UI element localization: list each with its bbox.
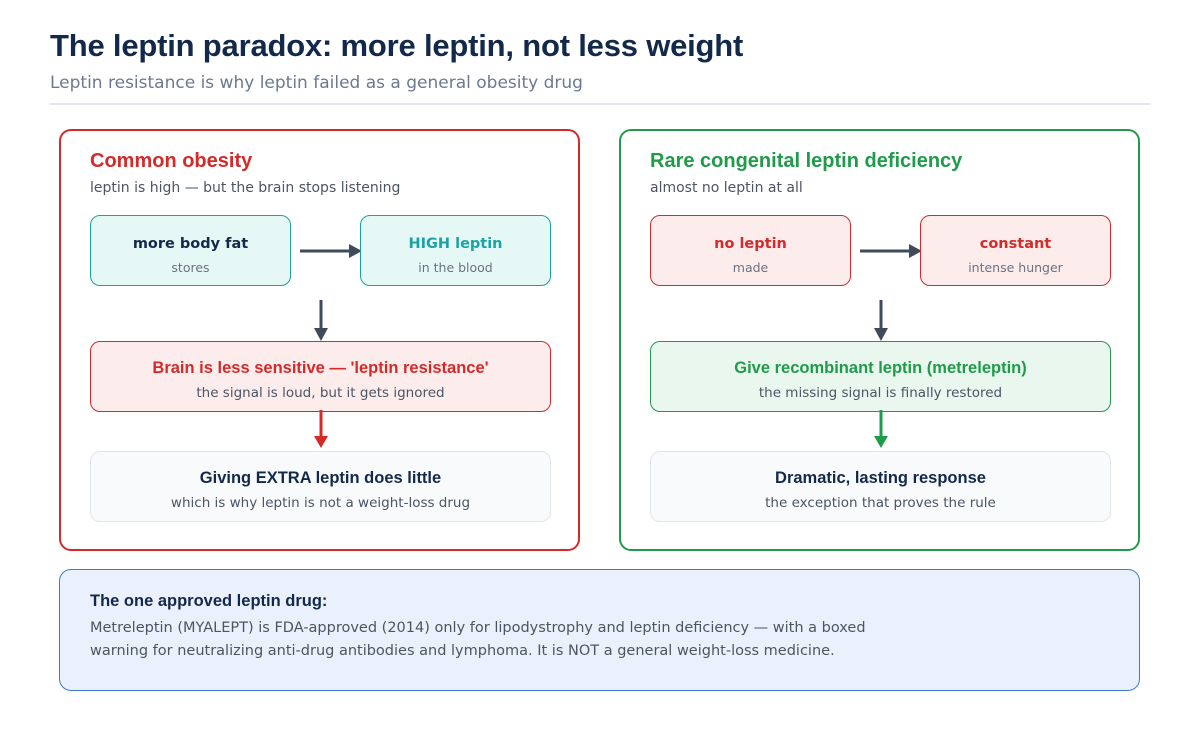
metreleptin-box: Give recombinant leptin (metreleptin) th… bbox=[650, 341, 1111, 412]
arrow-down-icon bbox=[314, 300, 328, 341]
extra-leptin-box: Giving EXTRA leptin does little which is… bbox=[90, 451, 551, 522]
box-title: HIGH leptin bbox=[408, 236, 503, 252]
high-leptin-box: HIGH leptin in the blood bbox=[360, 215, 551, 286]
arrow-right-icon bbox=[860, 244, 922, 258]
box-title: Give recombinant leptin (metreleptin) bbox=[734, 359, 1027, 377]
box-subtitle: which is why leptin is not a weight-loss… bbox=[170, 495, 471, 511]
leptin-deficiency-panel: Rare congenital leptin deficiency almost… bbox=[619, 129, 1140, 551]
box-title: Giving EXTRA leptin does little bbox=[199, 469, 442, 487]
page-title: The leptin paradox: more leptin, not les… bbox=[50, 28, 744, 63]
box-title: Brain is less sensitive — 'leptin resist… bbox=[152, 359, 489, 377]
common-obesity-panel: Common obesity leptin is high — but the … bbox=[59, 129, 580, 551]
panel-title: Common obesity bbox=[90, 150, 253, 172]
page-subtitle: Leptin resistance is why leptin failed a… bbox=[50, 73, 583, 93]
box-subtitle: in the blood bbox=[418, 260, 493, 275]
header-divider bbox=[50, 103, 1150, 105]
panel-title: Rare congenital leptin deficiency bbox=[650, 150, 963, 172]
note-line-2: warning for neutralizing anti-drug antib… bbox=[90, 643, 835, 659]
box-subtitle: stores bbox=[171, 260, 210, 275]
leptin-resistance-box: Brain is less sensitive — 'leptin resist… bbox=[90, 341, 551, 412]
box-title: constant bbox=[979, 236, 1052, 252]
box-subtitle: the signal is loud, but it gets ignored bbox=[196, 385, 445, 401]
panel-subtitle: almost no leptin at all bbox=[650, 180, 803, 196]
arrow-down-icon bbox=[874, 410, 888, 448]
constant-hunger-box: constant intense hunger bbox=[920, 215, 1111, 286]
box-subtitle: made bbox=[732, 260, 769, 275]
box-title: Dramatic, lasting response bbox=[775, 469, 986, 487]
arrow-right-icon bbox=[300, 244, 362, 258]
approved-drug-note: The one approved leptin drug: Metrelepti… bbox=[59, 569, 1140, 691]
dramatic-response-box: Dramatic, lasting response the exception… bbox=[650, 451, 1111, 522]
box-subtitle: the exception that proves the rule bbox=[765, 495, 996, 511]
no-leptin-box: no leptin made bbox=[650, 215, 851, 286]
note-title: The one approved leptin drug: bbox=[90, 592, 328, 610]
box-subtitle: intense hunger bbox=[968, 260, 1063, 275]
body-fat-box: more body fat stores bbox=[90, 215, 291, 286]
arrow-down-icon bbox=[314, 410, 328, 448]
box-title: no leptin bbox=[714, 236, 787, 252]
box-subtitle: the missing signal is finally restored bbox=[758, 385, 1003, 401]
panel-subtitle: leptin is high — but the brain stops lis… bbox=[90, 180, 401, 196]
box-title: more body fat bbox=[132, 236, 249, 252]
arrow-down-icon bbox=[874, 300, 888, 341]
note-line-1: Metreleptin (MYALEPT) is FDA-approved (2… bbox=[90, 620, 866, 636]
